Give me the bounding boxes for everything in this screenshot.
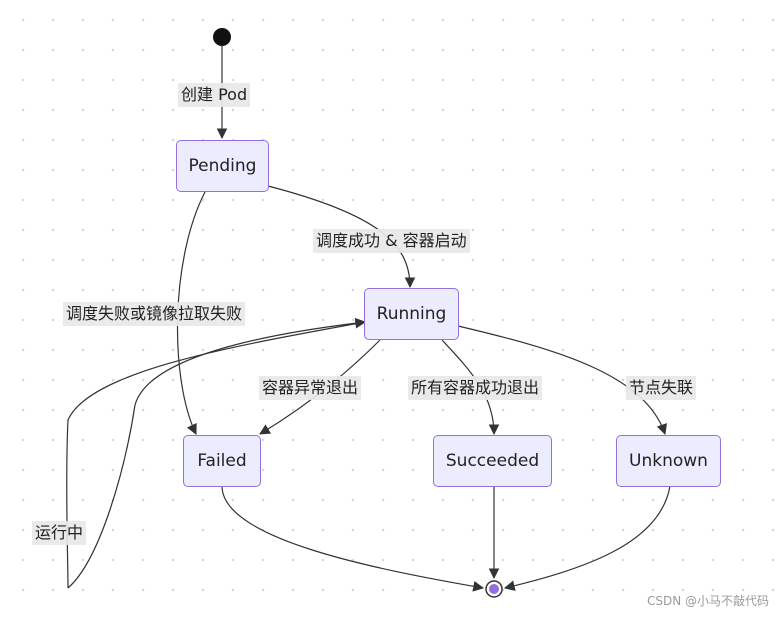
state-unknown[interactable]: Unknown <box>616 435 721 487</box>
edge-running-unknown <box>457 325 667 436</box>
edge-unknown-end <box>503 485 671 591</box>
edge-label-running-loop: 运行中 <box>32 521 87 545</box>
end-node-inner <box>489 584 499 594</box>
state-succeeded[interactable]: Succeeded <box>433 435 552 487</box>
edge-label-all-containers-success: 所有容器成功退出 <box>408 376 543 400</box>
start-node <box>213 28 231 46</box>
edge-label-schedule-success: 调度成功 & 容器启动 <box>313 229 470 253</box>
edge-failed-end <box>221 485 485 592</box>
edge-label-container-error-exit: 容器异常退出 <box>259 376 362 400</box>
state-pending[interactable]: Pending <box>176 140 269 192</box>
state-failed[interactable]: Failed <box>183 435 261 487</box>
watermark: CSDN @小马不敲代码 <box>646 594 769 608</box>
edge-label-create-pod: 创建 Pod <box>178 83 251 107</box>
state-running[interactable]: Running <box>364 288 459 340</box>
edge-running-loop-in <box>67 317 367 589</box>
edge-label-schedule-fail: 调度失败或镜像拉取失败 <box>63 302 246 326</box>
edge-label-node-lost: 节点失联 <box>626 376 697 400</box>
